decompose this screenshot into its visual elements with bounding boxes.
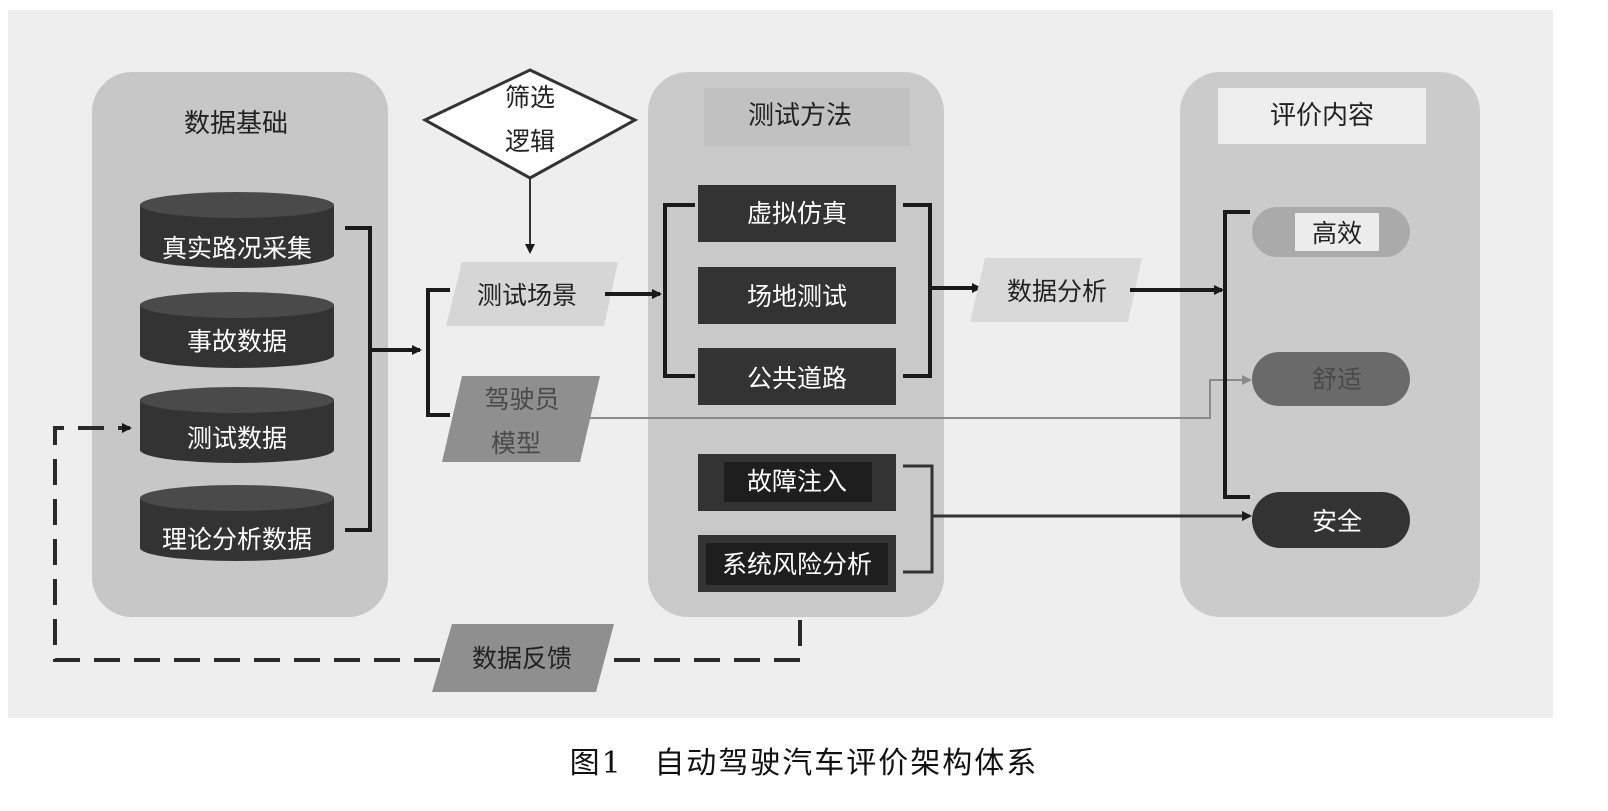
- methods-right-bracket: [903, 203, 932, 378]
- method-box-1: [698, 185, 896, 242]
- data-analysis-shape: [970, 258, 1142, 322]
- feedback-loop-arrow: [53, 423, 802, 662]
- data-item-label: 真实路况采集: [162, 234, 312, 263]
- method-box-2: [698, 267, 896, 324]
- evaluation-label: 舒适: [1312, 365, 1362, 394]
- driver-model-shape: [442, 376, 600, 462]
- method-box-3: [698, 348, 896, 405]
- figure-caption: 图1 自动驾驶汽车评价架构体系: [0, 738, 1608, 782]
- data-item-label: 测试数据: [187, 424, 287, 453]
- method-box-4-inner: [724, 462, 872, 502]
- database-cylinder-4: 理论分析数据: [140, 485, 334, 561]
- data-analysis-label: 数据分析: [1007, 277, 1107, 306]
- evaluation-pill-efficient-label-bg: [1295, 213, 1379, 251]
- data-bracket: [345, 226, 372, 532]
- risk-bracket: [903, 464, 934, 574]
- database-cylinder-3: 测试数据: [140, 387, 334, 463]
- evaluation-title-box: [1218, 88, 1426, 144]
- methods-left-bracket: [663, 203, 695, 378]
- evaluation-pill-safety: [1252, 492, 1410, 548]
- data-feedback-shape: [432, 624, 614, 692]
- database-cylinder-1: 真实路况采集: [140, 192, 334, 268]
- data-item-label: 理论分析数据: [162, 525, 312, 554]
- method-label: 虚拟仿真: [747, 199, 847, 228]
- method-label: 场地测试: [747, 282, 847, 311]
- evaluation-pill-comfort: [1252, 352, 1410, 406]
- evaluation-title: 评价内容: [1270, 101, 1374, 131]
- evaluation-label: 高效: [1312, 219, 1362, 248]
- data-feedback-label: 数据反馈: [472, 644, 572, 673]
- driver-to-comfort-arrow: [590, 375, 1252, 419]
- evaluation-label: 安全: [1312, 507, 1362, 536]
- evaluation-bracket: [1223, 210, 1250, 499]
- test-scenario-label: 测试场景: [477, 281, 577, 310]
- method-label: 故障注入: [747, 467, 847, 496]
- scenario-driver-bracket: [426, 288, 450, 417]
- figure-title: 自动驾驶汽车评价架构体系: [654, 746, 1039, 781]
- test-methods-title-box: [704, 88, 910, 146]
- figure-number: 图1: [569, 746, 623, 781]
- filter-logic-line2: 逻辑: [505, 127, 555, 156]
- data-item-label: 事故数据: [187, 327, 287, 356]
- method-label: 公共道路: [747, 364, 847, 393]
- filter-logic-line1: 筛选: [505, 83, 555, 112]
- method-label: 系统风险分析: [722, 550, 872, 579]
- test-methods-title: 测试方法: [748, 101, 852, 131]
- test-scenario-shape: [446, 262, 618, 326]
- driver-model-line2: 模型: [491, 429, 541, 458]
- evaluation-panel: [1180, 72, 1480, 617]
- driver-model-line1: 驾驶员: [484, 385, 559, 414]
- data-foundation-title: 数据基础: [184, 109, 288, 139]
- method-box-5-inner: [706, 543, 888, 585]
- database-cylinder-2: 事故数据: [140, 292, 334, 368]
